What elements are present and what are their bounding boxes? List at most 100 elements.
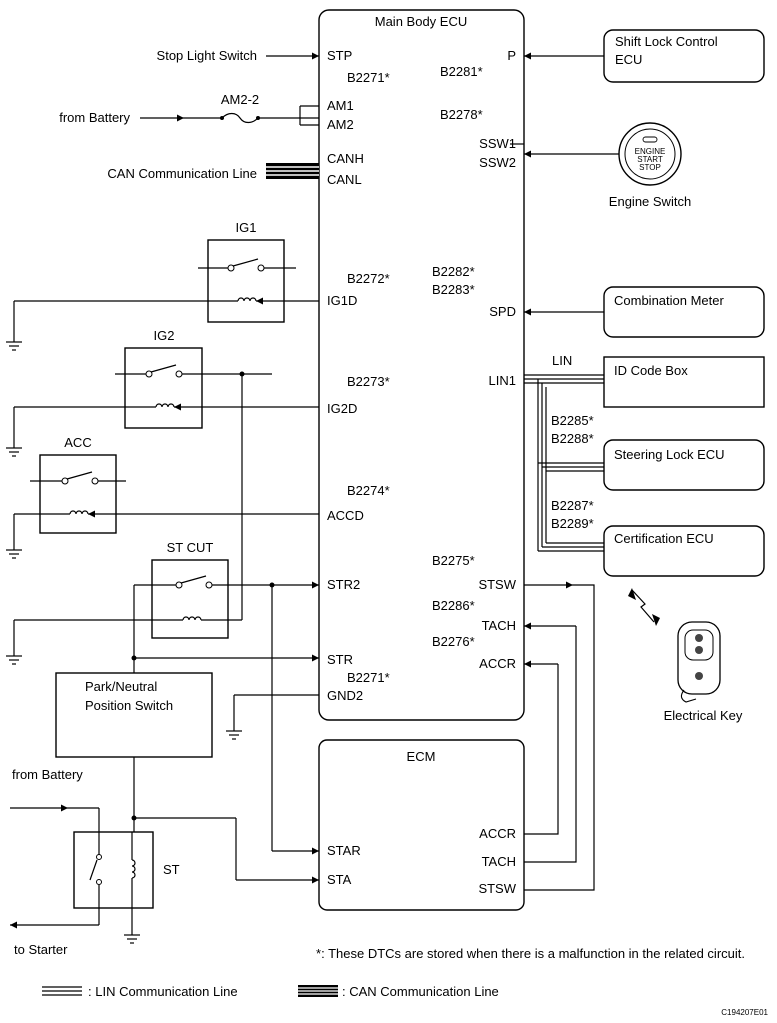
pin-ig1d: IG1D (327, 293, 357, 308)
ig2-label: IG2 (154, 328, 175, 343)
electrical-key-label: Electrical Key (664, 708, 743, 723)
ground-icon (6, 341, 22, 351)
acc-coil-icon (69, 510, 89, 515)
pnp-label-line2: Position Switch (85, 698, 173, 713)
dtc-b2274: B2274* (347, 483, 390, 498)
pin-spd: SPD (489, 304, 516, 319)
ig1-relay (207, 239, 285, 323)
pin-ig2d: IG2D (327, 401, 357, 416)
combination-meter-label: Combination Meter (614, 293, 724, 308)
pin-ssw2: SSW2 (479, 155, 516, 170)
pin-gnd2: GND2 (327, 688, 363, 703)
ecm-pin-stsw: STSW (478, 881, 516, 896)
st-label: ST (163, 862, 180, 877)
pin-am1: AM1 (327, 98, 354, 113)
dtc-b2285: B2285* (551, 413, 594, 428)
dtc-b2288: B2288* (551, 431, 594, 446)
dtc-b2282: B2282* (432, 264, 475, 279)
ecm-pin-tach: TACH (482, 854, 516, 869)
dtc-b2272: B2272* (347, 271, 390, 286)
ecm-pin-star: STAR (327, 843, 361, 858)
certification-label: Certification ECU (614, 531, 714, 546)
pin-am2: AM2 (327, 117, 354, 132)
pin-str2: STR2 (327, 577, 360, 592)
ground-icon (6, 655, 22, 665)
certification-ecu (603, 525, 765, 577)
pin-canh: CANH (327, 151, 364, 166)
pin-p: P (507, 48, 516, 63)
dtc-b2271-gnd: B2271* (347, 670, 390, 685)
dtc-b2273: B2273* (347, 374, 390, 389)
dtc-b2278: B2278* (440, 107, 483, 122)
st-switch (89, 859, 98, 881)
st-cut-relay (151, 559, 229, 639)
id-code-box (603, 356, 765, 408)
pin-stp: STP (327, 48, 352, 63)
main-body-ecu-title: Main Body ECU (375, 14, 467, 29)
dtc-b2275: B2275* (432, 553, 475, 568)
lin-legend-label: : LIN Communication Line (88, 984, 238, 999)
fuse-symbol (221, 112, 259, 124)
pin-tach: TACH (482, 618, 516, 633)
dtc-b2281: B2281* (440, 64, 483, 79)
from-battery-top-label: from Battery (59, 110, 130, 125)
dtc-b2271-stp: B2271* (347, 70, 390, 85)
ig2-coil-icon (155, 403, 175, 408)
from-battery-bottom-label: from Battery (12, 767, 83, 782)
park-neutral-position-switch (55, 672, 213, 758)
ig1-switch (232, 258, 259, 267)
dtc-footnote: *: These DTCs are stored when there is a… (316, 946, 745, 961)
lin-legend-symbol (42, 986, 82, 996)
pnp-label-line1: Park/Neutral (85, 679, 157, 694)
ecm-pin-accr: ACCR (479, 826, 516, 841)
fuse-label: AM2-2 (221, 92, 259, 107)
dtc-b2286: B2286* (432, 598, 475, 613)
pin-ssw1: SSW1 (479, 136, 516, 151)
pin-str: STR (327, 652, 353, 667)
can-legend-symbol (298, 985, 338, 997)
lin-bus-lines (524, 374, 604, 552)
can-line-label: CAN Communication Line (107, 166, 257, 181)
svg-text:START: START (637, 155, 663, 164)
electrical-key-icon (677, 621, 721, 703)
ground-icon (226, 730, 242, 740)
steering-lock-label: Steering Lock ECU (614, 447, 725, 462)
shift-lock-label-line2: ECU (615, 52, 642, 67)
dtc-b2287: B2287* (551, 498, 594, 513)
ground-icon (124, 934, 140, 944)
can-legend-label: : CAN Communication Line (342, 984, 499, 999)
pin-stsw: STSW (478, 577, 516, 592)
figure-code: C194207E01 (721, 1008, 768, 1017)
acc-label: ACC (64, 435, 91, 450)
dtc-b2283: B2283* (432, 282, 475, 297)
stop-light-switch-label: Stop Light Switch (157, 48, 257, 63)
ig1-label: IG1 (236, 220, 257, 235)
main-body-ecu-box (318, 9, 525, 721)
svg-text:STOP: STOP (639, 163, 661, 172)
ecm-box (318, 739, 525, 911)
ground-icon (6, 447, 22, 457)
st-coil-icon (131, 859, 136, 879)
st-cut-coil-icon (182, 616, 202, 621)
ig2-relay (124, 347, 203, 429)
wireless-signal-icon (631, 589, 655, 623)
ecm-pin-sta: STA (327, 872, 352, 887)
ig1-coil-icon (237, 297, 257, 302)
svg-text:ENGINE: ENGINE (635, 147, 666, 156)
pin-accd: ACCD (327, 508, 364, 523)
pin-accr: ACCR (479, 656, 516, 671)
can-bus-lines (266, 163, 319, 179)
st-relay (73, 831, 154, 909)
lin-label: LIN (552, 353, 572, 368)
pin-lin1: LIN1 (489, 373, 516, 388)
id-code-box-label: ID Code Box (614, 363, 688, 378)
engine-start-stop-button-icon: ENGINE START STOP (618, 122, 682, 186)
acc-relay (39, 454, 117, 534)
dtc-b2289: B2289* (551, 516, 594, 531)
pin-canl: CANL (327, 172, 362, 187)
ground-icon (6, 549, 22, 559)
ecm-title: ECM (407, 749, 436, 764)
ig2-switch (150, 364, 177, 373)
engine-switch-label: Engine Switch (609, 194, 691, 209)
